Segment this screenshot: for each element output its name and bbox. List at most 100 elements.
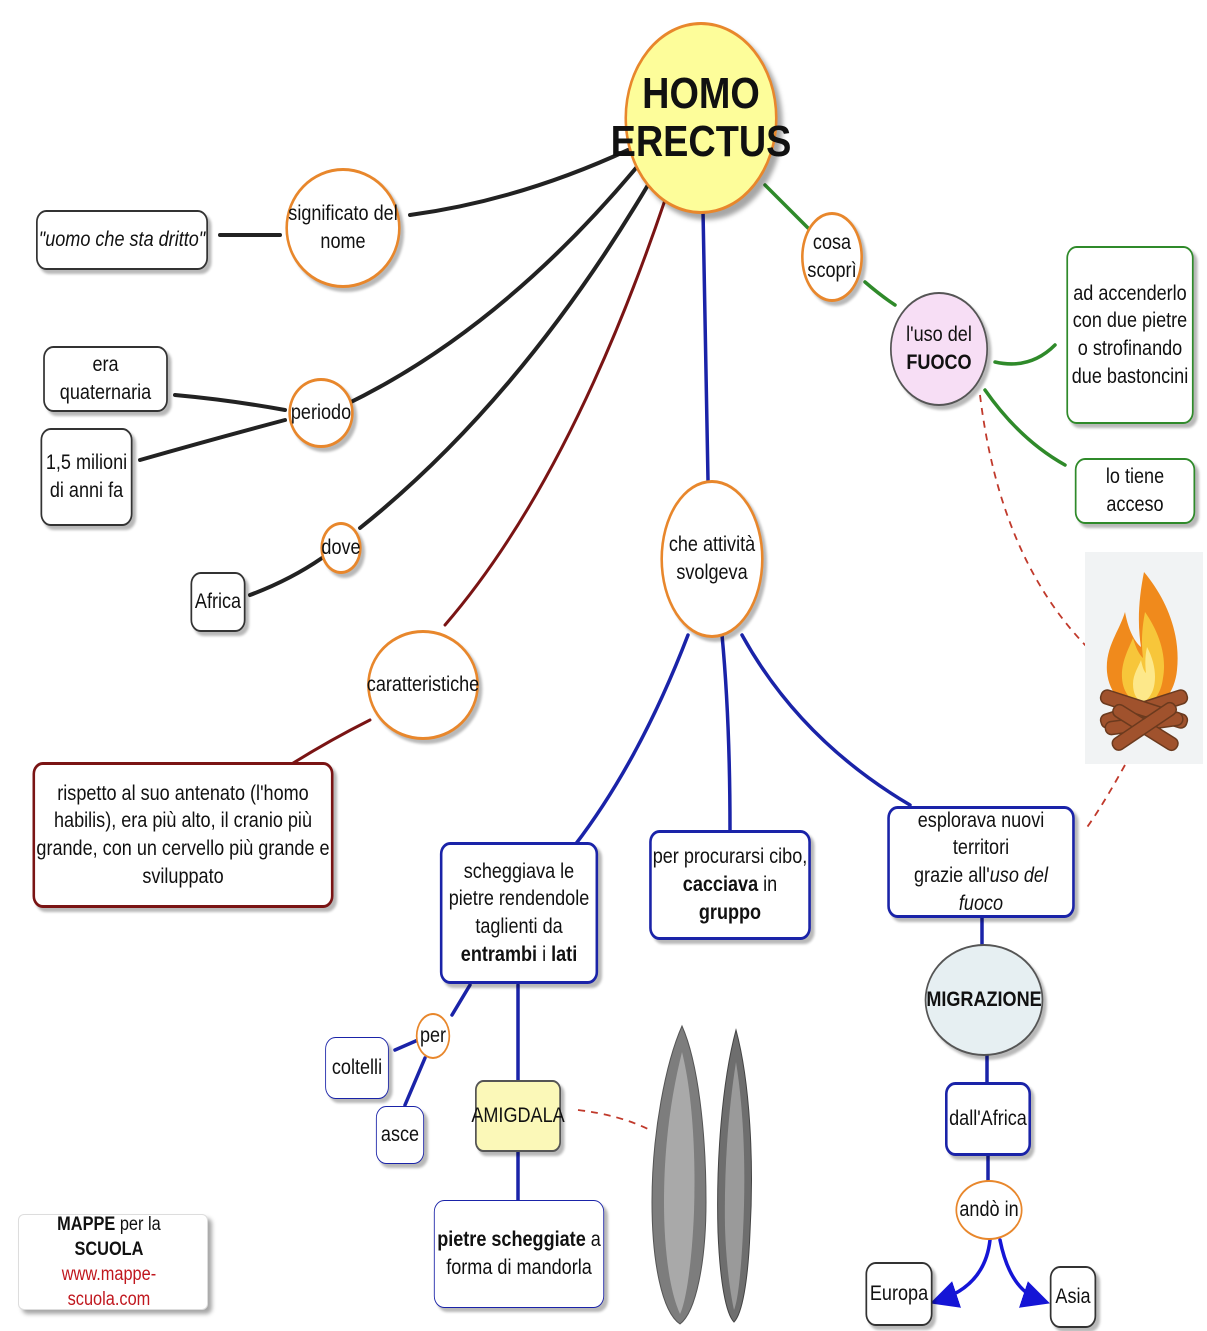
node-ando-in: andò in bbox=[955, 1180, 1023, 1240]
node-scheggiava-label: scheggiava le pietre rendendole taglient… bbox=[442, 858, 595, 969]
node-africa: Africa bbox=[190, 572, 246, 632]
node-asce-label: asce bbox=[380, 1123, 420, 1147]
link-fuoco-acceso bbox=[983, 388, 1067, 467]
node-coltelli-label: coltelli bbox=[331, 1056, 383, 1080]
node-ando-in-label: andò in bbox=[959, 1198, 1019, 1222]
pietre-bold: pietre scheggiate bbox=[437, 1228, 586, 1252]
node-caratteristiche: caratteristiche bbox=[367, 630, 479, 740]
arrow-europa bbox=[930, 1238, 992, 1308]
node-dall-africa: dall'Africa bbox=[945, 1082, 1031, 1156]
node-cosa-scopri-label: cosa scoprì bbox=[807, 231, 857, 282]
link-attivita-procurarsi bbox=[720, 633, 732, 832]
link-center-periodo bbox=[343, 166, 638, 407]
node-coltelli: coltelli bbox=[325, 1037, 389, 1099]
node-scheggiava: scheggiava le pietre rendendole taglient… bbox=[439, 842, 599, 984]
node-per: per bbox=[415, 1013, 451, 1059]
node-asia: Asia bbox=[1049, 1266, 1097, 1328]
node-periodo: periodo bbox=[288, 378, 354, 448]
link-dove-africa bbox=[248, 556, 324, 597]
node-accenderlo-label: ad accenderlo con due pietre o strofinan… bbox=[1071, 281, 1189, 388]
link-per-asce bbox=[403, 1056, 427, 1107]
link-cosascopri-fuoco bbox=[863, 280, 897, 307]
credit-line1: MAPPE per la SCUOLA bbox=[35, 1212, 183, 1262]
procurarsi-line1: per procurarsi cibo, bbox=[652, 845, 808, 869]
link-center-significato bbox=[408, 148, 630, 217]
link-periodo-milioni bbox=[138, 418, 287, 462]
node-dove: dove bbox=[320, 522, 362, 574]
node-attivita: che attività svolgeva bbox=[660, 480, 764, 638]
node-asce: asce bbox=[375, 1106, 425, 1164]
node-attivita-label: che attività svolgeva bbox=[668, 533, 756, 584]
credit-url[interactable]: www.mappe-scuola.com bbox=[61, 1264, 157, 1311]
center-node-homo-erectus: HOMO ERECTUS bbox=[611, 22, 791, 214]
center-line1: HOMO bbox=[642, 68, 760, 118]
node-era-label: era quaternaria bbox=[59, 353, 152, 404]
esplorava-line2: grazie all'uso del fuoco bbox=[890, 862, 1072, 917]
scheggiava-mid: i bbox=[537, 942, 552, 966]
node-tiene-acceso: lo tiene acceso bbox=[1074, 458, 1196, 524]
dash-fire-esplorava bbox=[1084, 764, 1126, 831]
node-tiene-acceso-label: lo tiene acceso bbox=[1105, 465, 1165, 516]
node-cosa-scopri: cosa scoprì bbox=[801, 212, 863, 302]
arrow-asia bbox=[998, 1238, 1050, 1308]
esplorava-italic: uso del fuoco bbox=[958, 864, 1048, 915]
link-caratteristiche-rispetto bbox=[288, 718, 372, 767]
node-accenderlo: ad accenderlo con due pietre o strofinan… bbox=[1066, 246, 1194, 424]
hand-axe-image bbox=[651, 1024, 752, 1325]
node-amigdala: AMIGDALA bbox=[471, 1080, 565, 1152]
credit-bold2: SCUOLA bbox=[74, 1238, 144, 1260]
link-center-attivita bbox=[701, 208, 710, 482]
node-caratteristiche-label: caratteristiche bbox=[366, 673, 480, 697]
node-milioni-label: 1,5 milioni di anni fa bbox=[45, 451, 128, 502]
fuoco-line2: FUOCO bbox=[906, 351, 972, 374]
link-periodo-era bbox=[173, 393, 287, 412]
node-significato-label: significato del nome bbox=[288, 202, 398, 253]
credit-bold1: MAPPE bbox=[57, 1213, 116, 1235]
node-significato: significato del nome bbox=[285, 168, 401, 288]
link-scheggiava-per bbox=[450, 983, 472, 1017]
node-pietre-label: pietre scheggiate a forma di mandorla bbox=[435, 1226, 604, 1281]
node-esplorava: esplorava nuovi territori grazie all'uso… bbox=[887, 806, 1075, 918]
node-uomo: "uomo che sta dritto" bbox=[36, 210, 208, 270]
node-dall-africa-label: dall'Africa bbox=[949, 1107, 1027, 1131]
credit-box: MAPPE per la SCUOLA www.mappe-scuola.com bbox=[18, 1214, 208, 1310]
node-pietre: pietre scheggiate a forma di mandorla bbox=[433, 1200, 605, 1308]
link-center-dove bbox=[358, 183, 650, 530]
node-rispetto: rispetto al suo antenato (l'homo habilis… bbox=[32, 762, 334, 908]
scheggiava-bold2: lati bbox=[551, 942, 578, 966]
node-era: era quaternaria bbox=[43, 346, 168, 412]
link-center-cosascopri bbox=[763, 183, 810, 230]
center-line2: ERECTUS bbox=[610, 117, 792, 166]
link-fuoco-accenderlo bbox=[993, 343, 1057, 366]
scheggiava-bold1: entrambi bbox=[460, 942, 538, 966]
link-center-caratteristiche bbox=[443, 198, 667, 627]
scheggiava-text: scheggiava le pietre rendendole taglient… bbox=[448, 859, 590, 938]
node-migrazione-label: MIGRAZIONE bbox=[926, 988, 1042, 1012]
node-asia-label: Asia bbox=[1055, 1285, 1091, 1309]
procurarsi-bold1: cacciava bbox=[682, 873, 759, 897]
node-africa-label: Africa bbox=[194, 590, 242, 614]
node-per-label: per bbox=[419, 1024, 447, 1048]
credit-mid: per la bbox=[115, 1213, 161, 1235]
link-attivita-esplorava bbox=[740, 633, 912, 807]
node-europa-label: Europa bbox=[869, 1282, 929, 1306]
link-attivita-scheggiava bbox=[573, 633, 690, 847]
fuoco-line1: l'uso del bbox=[906, 323, 972, 347]
node-periodo-label: periodo bbox=[290, 401, 352, 425]
procurarsi-bold2: gruppo bbox=[698, 900, 762, 924]
pietre-post: a forma di mandorla bbox=[446, 1228, 601, 1279]
node-amigdala-label: AMIGDALA bbox=[471, 1104, 565, 1128]
esplorava-pre: grazie all' bbox=[914, 864, 990, 887]
campfire-image bbox=[1085, 552, 1203, 764]
esplorava-line1: esplorava nuovi territori bbox=[917, 808, 1045, 860]
node-migrazione: MIGRAZIONE bbox=[924, 944, 1044, 1056]
link-per-coltelli bbox=[393, 1038, 420, 1052]
node-uomo-label: "uomo che sta dritto" bbox=[38, 228, 206, 252]
node-procurarsi: per procurarsi cibo, cacciava in gruppo bbox=[649, 830, 811, 940]
node-milioni: 1,5 milioni di anni fa bbox=[40, 428, 133, 526]
procurarsi-line2: cacciava in gruppo bbox=[652, 871, 809, 926]
node-rispetto-label: rispetto al suo antenato (l'homo habilis… bbox=[36, 781, 330, 888]
node-dove-label: dove bbox=[321, 536, 361, 560]
procurarsi-mid: in bbox=[758, 873, 778, 897]
